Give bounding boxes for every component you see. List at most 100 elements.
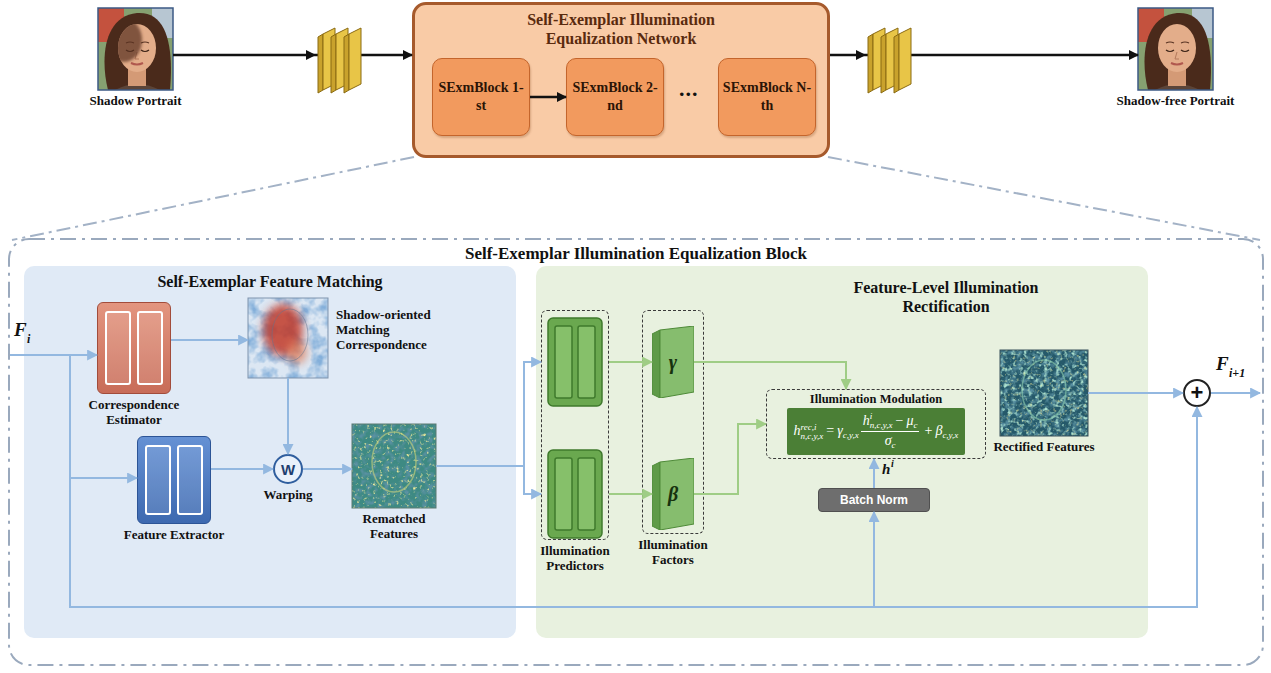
node-caption: Warping [253,488,323,503]
formula-operator: = [826,423,834,438]
connector [171,339,248,341]
symbol-label: F [1216,354,1229,373]
feature-wire [873,512,875,607]
rectified-feature-map [1000,350,1088,436]
node-label: SExmBlock N-th [721,79,813,115]
ellipsis: ... [679,78,699,100]
shadow-free-portrait-photo [1138,8,1213,90]
estimator-box: Correspondence Estimator [97,302,171,394]
predictor-layer-box [548,318,602,538]
rectified-feature-map [1000,350,1088,436]
zoom-guide [12,157,1260,240]
rectified-feature-map [1000,350,1088,436]
rectified-feature-map [1000,350,1088,436]
block-region: Self-Exemplar Illumination Equalization … [8,238,1264,666]
rematched-feature-map [352,424,436,508]
modulation-title: Illumination Modulation [810,393,942,407]
factor-slab [660,326,694,398]
connector [873,459,875,488]
formula-symbol: h [863,413,870,428]
connector [173,54,412,57]
predictor-layer-box [578,458,595,530]
node-label: SExmBlock 2-nd [569,79,661,115]
warping-operator: WWarping [273,454,303,484]
zoom-guide [12,157,414,240]
formula-symbol: γ [837,423,843,438]
network-layer-icon [178,446,202,514]
shadow-portrait-photo [106,18,142,62]
decoder-feature-stack [868,28,911,93]
rematched-feature-map [352,424,436,508]
arrow-head [306,50,316,60]
encoder-feature-stack [331,34,336,93]
node-caption: Rematched Features [344,512,444,542]
feature-wire [524,466,541,494]
node-caption: Self-Exemplar Feature Matching [70,272,470,291]
connector [694,362,846,389]
symbol-label: h [882,462,890,477]
formula-subscript: c [913,420,917,430]
network-layer-icon [138,312,162,384]
sum-operator: + [1183,379,1211,407]
encoder-feature-stack [318,34,323,93]
symbol-superscript: i [891,459,894,469]
feature-wire [10,355,1260,607]
connector [1088,392,1183,394]
rematched-feature-map [352,424,436,508]
formula-subscript: n,c,y,x [801,432,824,441]
node-caption: Shadow Portrait [66,94,206,109]
correspondence-map [248,298,328,378]
portrait-image: Shadow Portrait [98,8,173,90]
encoder-feature-stack [318,28,361,93]
block-box: SExmBlock 2-nd [566,58,664,136]
node-label: γ [669,352,677,372]
block-box: SExmBlock N-th [718,58,816,136]
formula-superscript: i [870,412,893,421]
node-caption: Feature Extractor [109,528,239,543]
rectified-feature-map [1000,350,1088,436]
predictor-layer-box [555,458,572,530]
predictor-layer-box [578,326,595,398]
shadow-portrait-photo [98,8,173,90]
shadow-portrait-photo [106,18,142,62]
shadow-free-portrait-photo [1138,8,1213,90]
modulation-box: Illumination Modulationhrec,in,c,y,x=γc,… [766,389,986,459]
feature-wire [70,477,137,479]
node-label: SExmBlock 1-st [435,79,527,115]
node-label: W [281,462,295,477]
formula-subscript: c,y,x [942,430,958,440]
shadow-free-portrait-photo [1138,8,1213,90]
network-layer-icon [106,312,130,384]
predictor-layer-box [548,318,602,406]
rematched-feature-map [352,424,436,508]
block-box-shape [432,58,530,136]
portrait-image: Shadow-free Portrait [1138,8,1213,90]
feature-map: Rectified Features [1000,350,1088,436]
factor-map: γ [652,326,694,398]
formula-symbol: β [935,423,942,438]
rematched-feature-map [352,424,436,508]
decoder-feature-stack [899,28,911,90]
node-caption: Correspondence Estimator [74,398,194,428]
decoder-feature-stack [894,34,899,93]
module-panel: Feature-Level Illumination Rectification… [536,266,1148,638]
connector [211,468,273,470]
formula-operator: + [924,423,932,438]
rematched-feature-map [372,432,416,492]
shadow-portrait-photo [98,8,173,90]
formula: hrec,in,c,y,x=γc,y,xhin,c,y,x−μcσc+βc,y,… [787,408,966,455]
factor-map: β [652,458,694,530]
formula-subscript: n,c,y,x [870,421,893,430]
formula-symbol: μ [906,413,913,428]
connector [609,493,652,495]
node-label: β [668,484,678,504]
node-caption: Self-Exemplar Illumination Equalization … [496,10,746,48]
connector [609,361,652,363]
formula-superscript: rec,i [801,423,824,432]
predictor-layer-box [555,326,572,398]
arrow-head [856,50,866,60]
factor-slab [652,462,660,530]
